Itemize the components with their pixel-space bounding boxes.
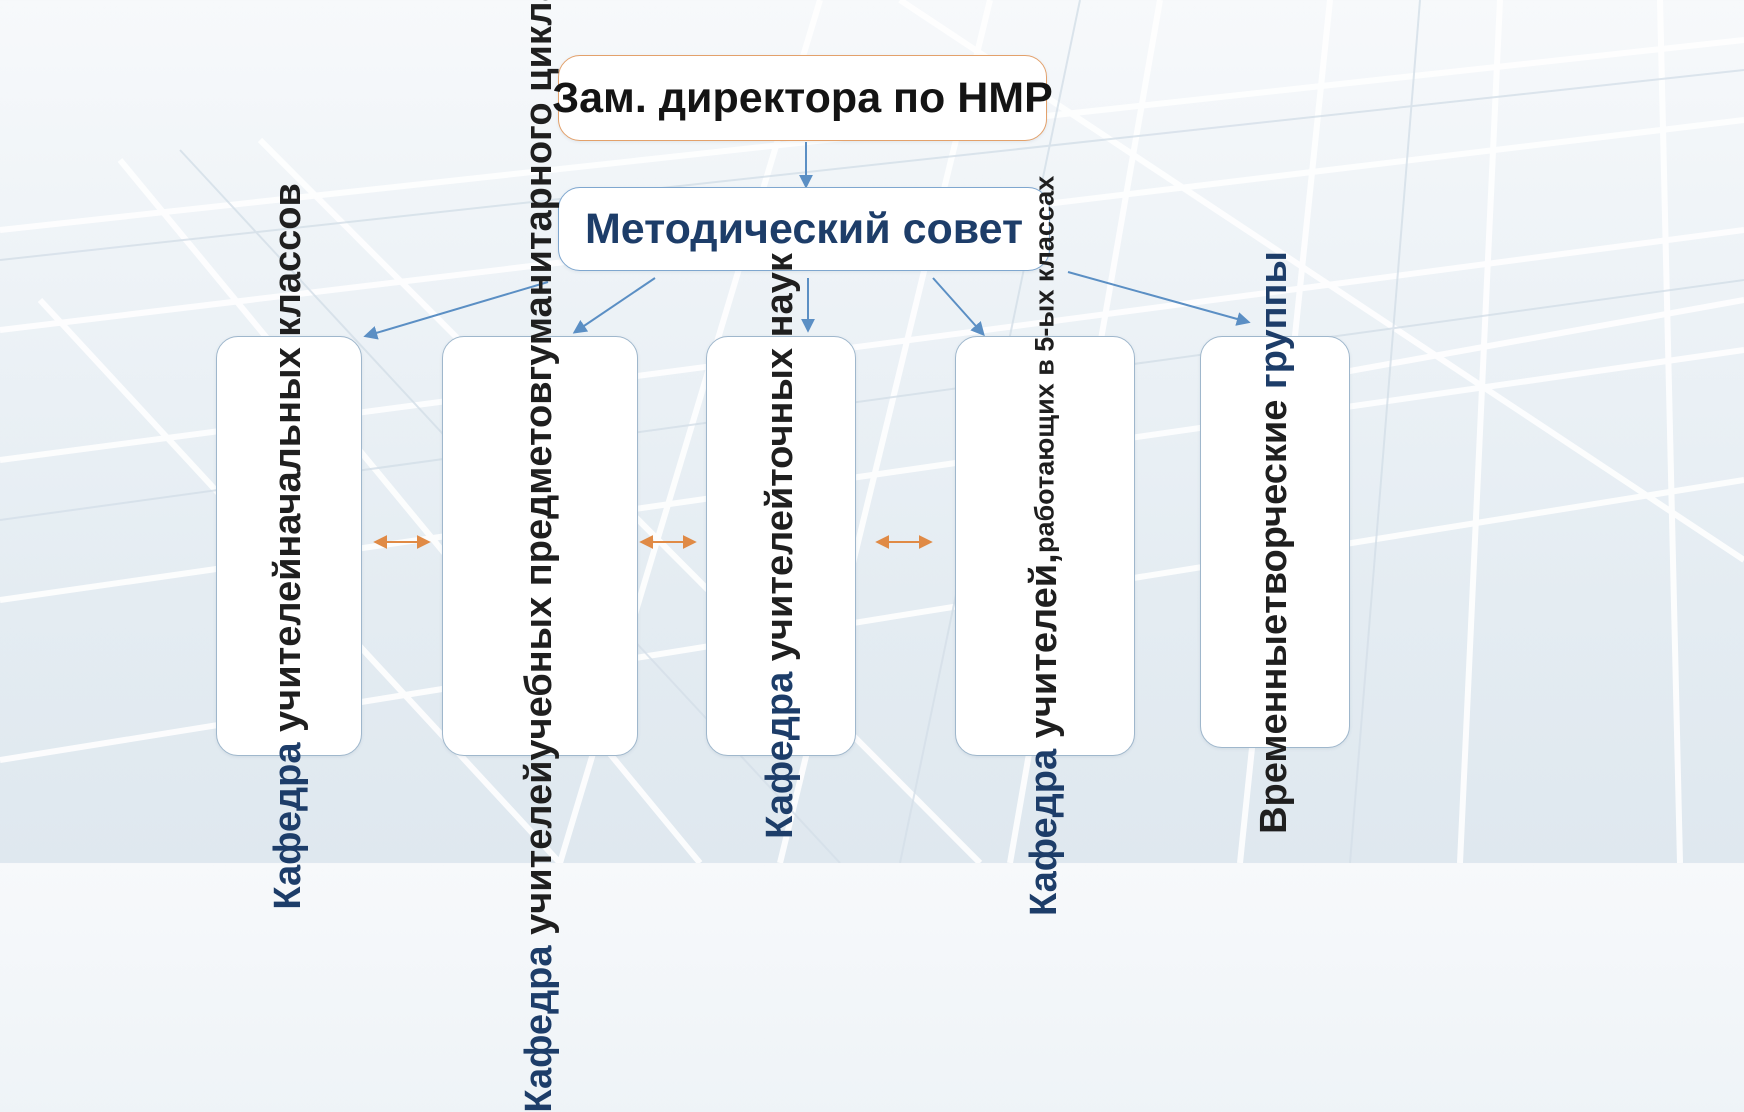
dept-2-teachers: учителей [518, 760, 561, 946]
groups-highlight: группы [1253, 250, 1296, 389]
dept-3-teachers: учителей [759, 486, 802, 672]
dept-1-line2: начальных классов [267, 182, 310, 558]
dept-primary-classes-box: Кафедра учителей начальных классов [216, 183, 362, 909]
dept-humanities-box: Кафедра учителей учебных предметов гуман… [442, 0, 638, 1112]
dept-fifth-grade-text: Кафедра учителей, работающих в 5-ых клас… [1017, 176, 1072, 916]
methodical-council-box: Методический совет [558, 187, 1050, 271]
methodical-council-label: Методический совет [584, 204, 1024, 253]
groups-creative: творческие [1253, 388, 1296, 614]
groups-line1: Временные [1253, 613, 1296, 834]
dept-1-teachers: учителей [267, 557, 310, 743]
temporary-creative-groups-text: Временные творческие группы [1247, 251, 1302, 834]
dept-1-kafedra: Кафедра [267, 742, 310, 910]
dept-2-line2: учебных предметов [518, 380, 561, 761]
dept-4-teachers: учителей, [1023, 553, 1066, 749]
dept-2-line3: гуманитарного цикла [518, 0, 561, 381]
temporary-creative-groups-box: Временные творческие группы [1200, 251, 1350, 833]
dept-fifth-grade-box: Кафедра учителей, работающих в 5-ых клас… [955, 176, 1135, 916]
dept-4-kafedra: Кафедра [1023, 748, 1066, 916]
dept-2-kafedra: Кафедра [518, 945, 561, 1112]
dept-exact-sciences-text: Кафедра учителей точных наук [753, 253, 808, 839]
dept-primary-classes-text: Кафедра учителей начальных классов [261, 183, 316, 910]
dept-humanities-text: Кафедра учителей учебных предметов гуман… [512, 0, 567, 1112]
dept-exact-sciences-box: Кафедра учителей точных наук [706, 253, 856, 839]
dept-3-line2: точных наук [759, 253, 802, 487]
background-architecture-pattern [0, 0, 1744, 863]
deputy-director-label: Зам. директора по НМР [552, 73, 1053, 122]
dept-3-kafedra: Кафедра [759, 671, 802, 839]
dept-4-line2: работающих в 5-ых классах [1029, 176, 1060, 554]
deputy-director-box: Зам. директора по НМР [552, 55, 1053, 141]
